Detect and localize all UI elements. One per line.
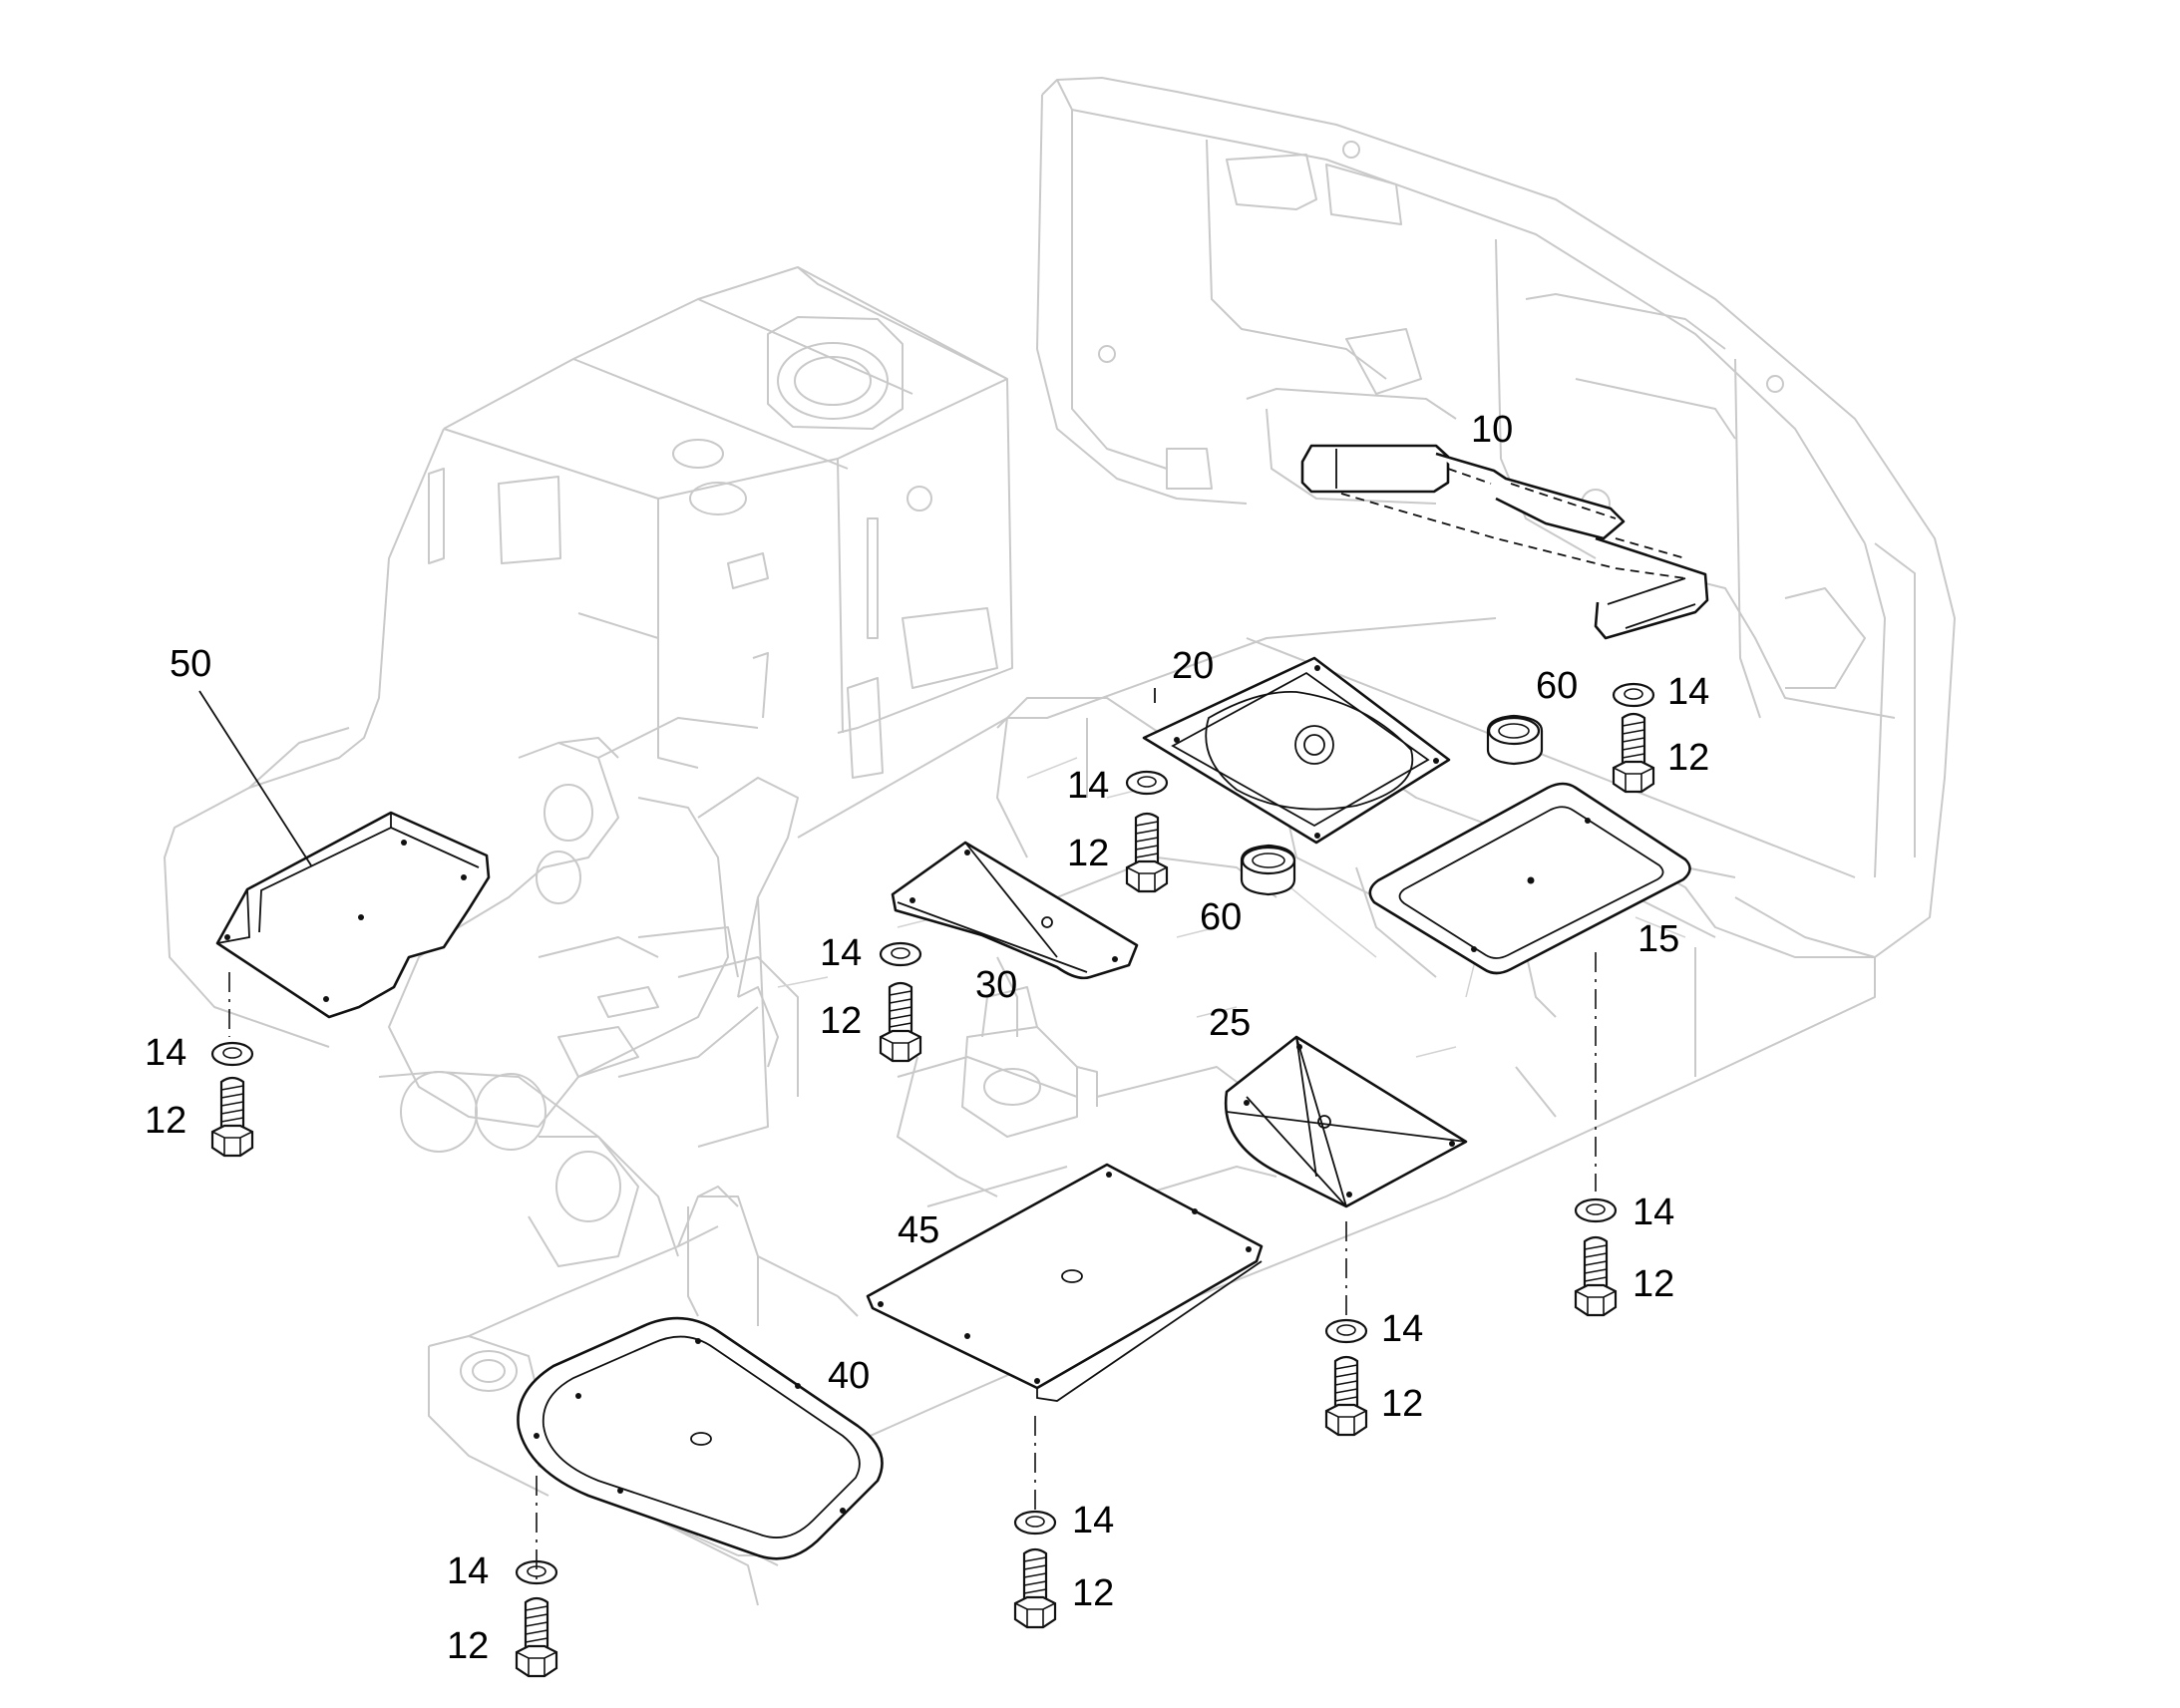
callout-12-left: 12 bbox=[145, 1100, 186, 1142]
hardware-set-upper-right bbox=[1612, 682, 1655, 794]
callout-14-center: 14 bbox=[1067, 765, 1109, 807]
callout-labels: 10 20 60 14 12 50 14 12 60 15 14 30 12 2… bbox=[145, 409, 1709, 1667]
part-60-grommet-a bbox=[1486, 714, 1544, 766]
washer-14-part45 bbox=[1013, 1510, 1057, 1536]
callout-30: 30 bbox=[975, 964, 1017, 1006]
callout-40: 40 bbox=[828, 1355, 870, 1397]
bolt-12-part25 bbox=[1324, 1355, 1368, 1437]
hardware-set-right bbox=[1574, 1197, 1618, 1317]
bolt-12-right bbox=[1574, 1235, 1618, 1317]
callout-12-part25: 12 bbox=[1381, 1383, 1423, 1425]
callout-14-left: 14 bbox=[145, 1032, 186, 1074]
washer-14-right bbox=[1574, 1197, 1618, 1223]
callout-14-part45: 14 bbox=[1072, 1500, 1114, 1541]
part-15-cover bbox=[1368, 782, 1691, 975]
washer-and-bolt-sets bbox=[210, 682, 1655, 1678]
bolt-12-part45 bbox=[1013, 1547, 1057, 1629]
callout-12-part40: 12 bbox=[447, 1625, 489, 1667]
hardware-set-center bbox=[1125, 770, 1169, 893]
hardware-set-part25 bbox=[1324, 1318, 1368, 1437]
callout-15: 15 bbox=[1637, 918, 1679, 960]
callout-12-upper-right: 12 bbox=[1667, 737, 1709, 779]
bolt-12-center bbox=[1125, 812, 1169, 893]
washer-14-center bbox=[1125, 770, 1169, 796]
callout-25: 25 bbox=[1209, 1002, 1251, 1044]
callout-12-right: 12 bbox=[1633, 1263, 1674, 1305]
hardware-set-part40 bbox=[515, 1559, 558, 1678]
washer-14-part30 bbox=[879, 941, 922, 967]
center-lines bbox=[228, 952, 1597, 1585]
part-45-plate bbox=[866, 1163, 1264, 1402]
part-60-grommet-b bbox=[1240, 844, 1296, 896]
callout-50: 50 bbox=[170, 643, 211, 685]
hardware-set-part45 bbox=[1013, 1510, 1057, 1629]
washer-14-part25 bbox=[1324, 1318, 1368, 1344]
washer-14-upper-right bbox=[1612, 682, 1655, 708]
leader-lines bbox=[198, 688, 1156, 866]
callout-12-part45: 12 bbox=[1072, 1572, 1114, 1614]
bolt-12-upper-right bbox=[1612, 712, 1655, 794]
part-30-plate bbox=[891, 841, 1139, 980]
callout-20: 20 bbox=[1172, 645, 1214, 687]
callout-14-upper-right: 14 bbox=[1667, 671, 1709, 713]
callout-10: 10 bbox=[1471, 409, 1513, 451]
part-40-cover bbox=[517, 1316, 884, 1560]
bolt-12-left bbox=[210, 1076, 254, 1158]
part-50-tray bbox=[215, 811, 491, 1019]
callout-14-part25: 14 bbox=[1381, 1308, 1423, 1350]
callout-60-lower: 60 bbox=[1200, 896, 1242, 938]
hardware-set-part30 bbox=[879, 941, 922, 1063]
bolt-12-part40 bbox=[515, 1596, 558, 1678]
bolt-12-part30 bbox=[879, 981, 922, 1063]
part-10-bracket bbox=[1300, 444, 1709, 640]
callout-14-part30: 14 bbox=[820, 932, 862, 974]
hardware-set-left bbox=[210, 1041, 254, 1158]
callout-12-part30: 12 bbox=[820, 1000, 862, 1042]
callout-14-part40: 14 bbox=[447, 1550, 489, 1592]
callout-12-center: 12 bbox=[1067, 833, 1109, 874]
callout-60-upper: 60 bbox=[1536, 665, 1578, 707]
part-25-cover bbox=[1224, 1035, 1468, 1208]
part-20-cover bbox=[1142, 656, 1451, 845]
washer-14-left bbox=[210, 1041, 254, 1067]
callout-45: 45 bbox=[898, 1209, 939, 1251]
callout-14-right: 14 bbox=[1633, 1192, 1674, 1233]
